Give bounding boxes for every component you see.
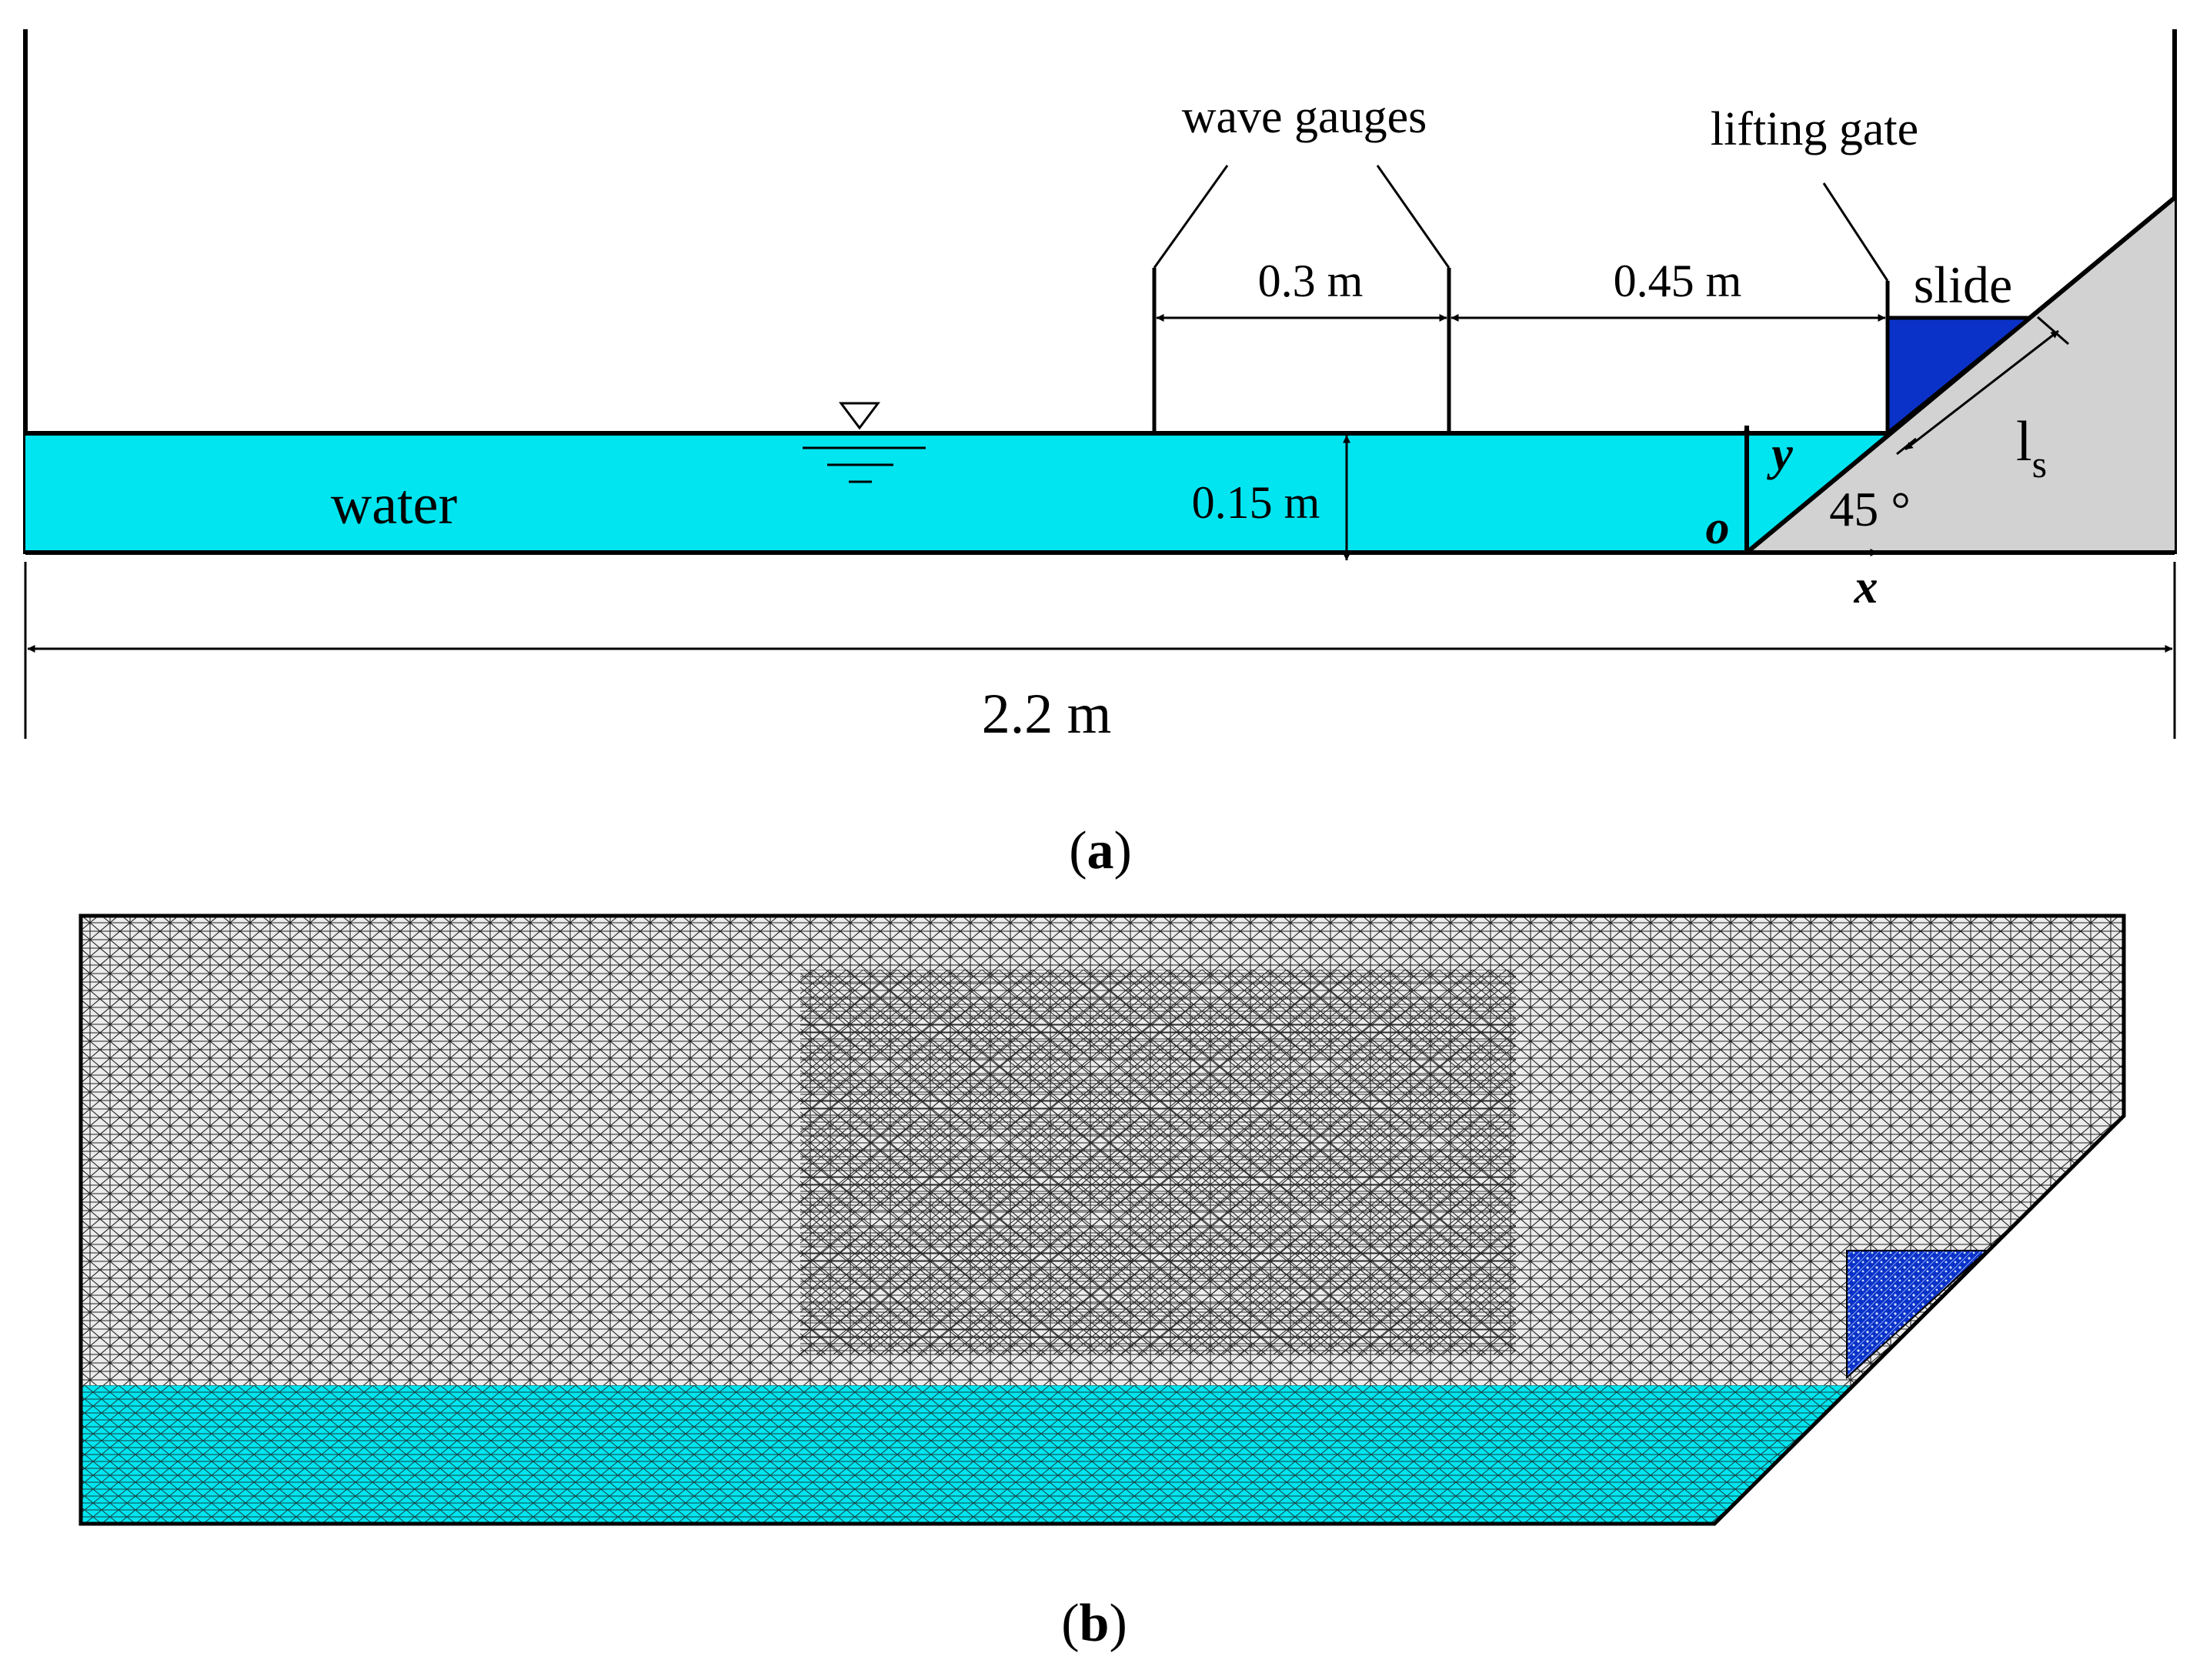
panel-a-caption-close: ) bbox=[1114, 821, 1132, 880]
angle-label: 45 ° bbox=[1829, 482, 1911, 536]
water-label: water bbox=[331, 473, 457, 536]
panel-a: wave gauges lifting gate slide 0.3 m 0.4… bbox=[23, 29, 2177, 880]
water-level-icon bbox=[803, 402, 926, 483]
panel-b-caption-open: ( bbox=[1061, 1594, 1079, 1653]
slide-length-subscript: s bbox=[2032, 443, 2047, 486]
mesh-domain-outline bbox=[78, 913, 2126, 1526]
mesh-refined-zone bbox=[800, 970, 1516, 1354]
dim-slide-length bbox=[1905, 329, 2059, 451]
panel-a-caption: (a) bbox=[1069, 821, 1132, 880]
mesh-water-pattern bbox=[81, 1385, 1851, 1524]
dim-gauge-to-gate-label: 0.45 m bbox=[1614, 256, 1742, 306]
axis-origin-label: o bbox=[1706, 502, 1730, 554]
axis-x-label: x bbox=[1854, 561, 1878, 613]
panel-b-caption-close: ) bbox=[1109, 1594, 1127, 1653]
dim-slide-length-ext-2 bbox=[2037, 316, 2069, 346]
dim-water-depth-label: 0.15 m bbox=[1192, 477, 1320, 528]
lifting-gate-leader bbox=[1822, 182, 1889, 282]
panel-b-caption: (b) bbox=[1061, 1594, 1127, 1653]
panel-b: (b) bbox=[78, 913, 2126, 1653]
wave-gauge-leader-2 bbox=[1376, 165, 1451, 269]
panel-b-caption-letter: b bbox=[1080, 1594, 1110, 1653]
mesh-slide-block bbox=[1846, 1250, 1989, 1380]
slide-length-symbol: l bbox=[2016, 410, 2032, 473]
slide-label: slide bbox=[1914, 256, 2012, 314]
water-body bbox=[25, 433, 1747, 553]
dim-tank-length-label: 2.2 m bbox=[982, 683, 1112, 746]
slide-length-label: ls bbox=[2016, 410, 2047, 486]
wave-gauge-leader-1 bbox=[1153, 165, 1229, 269]
wave-gauges-label: wave gauges bbox=[1182, 91, 1427, 143]
dim-gauge-spacing-label: 0.3 m bbox=[1258, 256, 1364, 306]
panel-a-caption-open: ( bbox=[1069, 821, 1087, 880]
panel-a-caption-letter: a bbox=[1087, 821, 1114, 880]
lifting-gate-label: lifting gate bbox=[1711, 103, 1918, 155]
